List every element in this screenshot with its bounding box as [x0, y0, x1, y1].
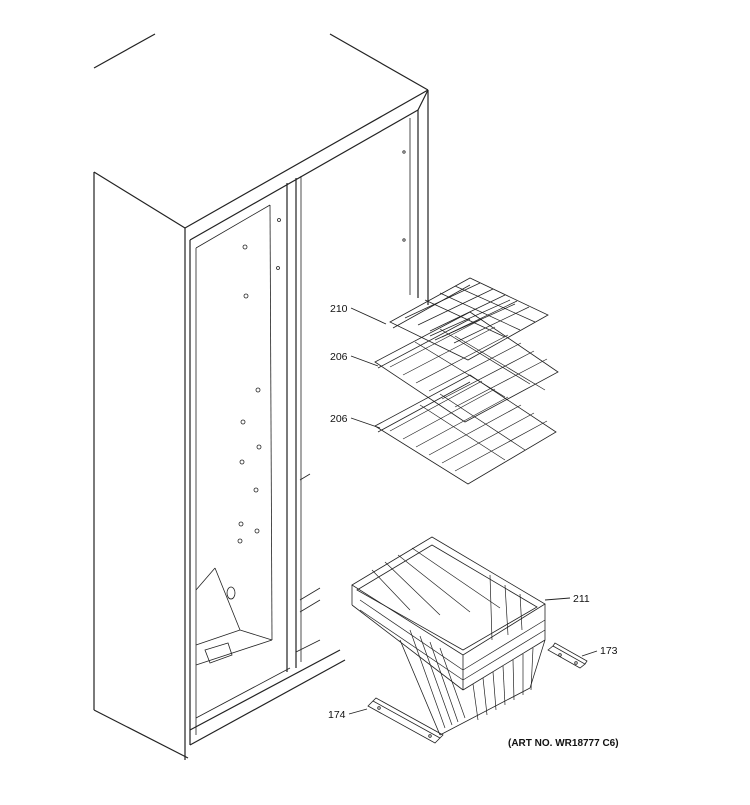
- refrigerator-cabinet: [93, 33, 429, 760]
- wire-basket-211: [351, 536, 546, 736]
- callout-173: 173: [600, 645, 618, 657]
- wire-shelf-210: [389, 277, 549, 361]
- slide-rail-173: [547, 642, 588, 669]
- wire-shelf-206-lower: [374, 374, 557, 485]
- callout-leaders: [348, 307, 598, 715]
- art-number: (ART NO. WR18777 C6): [508, 738, 619, 749]
- slide-rail-174: [367, 697, 444, 744]
- callout-206-upper: 206: [330, 351, 348, 363]
- callout-210: 210: [330, 303, 348, 315]
- callout-211: 211: [573, 593, 590, 605]
- callout-174: 174: [328, 709, 346, 721]
- callout-206-lower: 206: [330, 413, 348, 425]
- wire-shelf-206-upper: [374, 311, 559, 423]
